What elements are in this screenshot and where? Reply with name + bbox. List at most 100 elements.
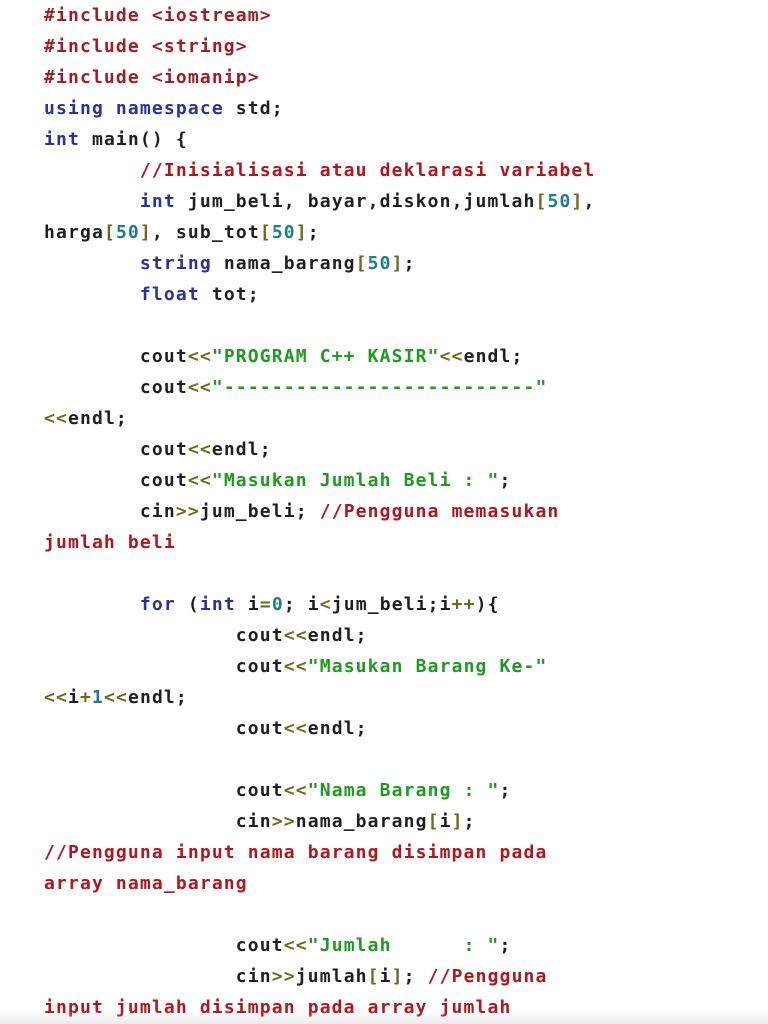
operator-token: << [283,718,308,739]
string-token: "Masukan Jumlah Beli : " [211,470,500,491]
operator-token: ] [451,811,464,832]
code-token: ; [403,253,416,274]
operator-token: << [187,377,212,398]
string-token: "Nama Barang : " [307,780,500,801]
code-token: ; [403,966,428,987]
operator-token: = [259,594,272,615]
code-token: ( [175,594,200,615]
code-line: for (int i=0; i<jum_beli;i++){ [44,589,768,620]
code-token: endl; [67,408,128,429]
code-token: endl; [127,687,188,708]
keyword-token: int [139,191,176,212]
code-token: ; [499,470,512,491]
code-token [44,253,140,274]
code-line: cout<<"Nama Barang : "; [44,775,768,806]
operator-token: < [319,594,332,615]
code-token: cin [44,501,176,522]
operator-token: [ [355,253,368,274]
code-line: cout<<endl; [44,620,768,651]
number-token: 50 [115,222,140,243]
code-token: jumlah [295,966,368,987]
code-line: <<endl; [44,403,768,434]
code-token: ; [499,780,512,801]
code-token: endl; [211,439,272,460]
code-token: i [67,687,80,708]
keyword-token: string [139,253,212,274]
code-line: //Pengguna input nama barang disimpan pa… [44,837,768,868]
string-token: "Masukan Barang Ke-" [307,656,548,677]
operator-token: << [44,687,68,708]
code-token: tot; [199,284,260,305]
operator-token: [ [259,222,272,243]
code-line: cout<<"Masukan Jumlah Beli : "; [44,465,768,496]
code-token: nama_barang [295,811,428,832]
code-token: ; [499,935,512,956]
operator-token: << [187,439,212,460]
operator-token: [ [427,811,440,832]
operator-token: [ [367,966,380,987]
code-line: #include <iomanip> [44,62,768,93]
code-line: int jum_beli, bayar,diskon,jumlah[50], [44,186,768,217]
operator-token: >> [271,966,296,987]
operator-token: << [103,687,128,708]
code-line [44,744,768,775]
operator-token: [ [535,191,548,212]
operator-token: >> [175,501,200,522]
comment-token: //Pengguna memasukan [319,501,560,522]
code-token: endl; [463,346,524,367]
string-token: "PROGRAM C++ KASIR" [211,346,440,367]
operator-token: + [79,687,92,708]
number-token: 0 [271,594,284,615]
string-token: "Jumlah : " [307,935,500,956]
code-token: jum_beli; [199,501,320,522]
preprocessor-token: #include <iomanip> [44,67,260,88]
comment-token: //Inisialisasi atau deklarasi variabel [139,160,596,181]
code-token: nama_barang [211,253,356,274]
code-line: int main() { [44,124,768,155]
operator-token: ] [295,222,308,243]
code-token: ; [463,811,476,832]
operator-token: << [283,656,308,677]
keyword-token: int [199,594,236,615]
comment-token: jumlah beli [44,532,176,553]
code-line: cout<<"PROGRAM C++ KASIR"<<endl; [44,341,768,372]
preprocessor-token: #include <iostream> [44,5,272,26]
code-token: cout [44,439,188,460]
code-line: cout<<"Masukan Barang Ke-" [44,651,768,682]
code-token: cout [44,346,188,367]
string-token: "--------------------------" [211,377,548,398]
code-line: #include <string> [44,31,768,62]
operator-token: << [187,470,212,491]
code-line [44,310,768,341]
code-token: cin [44,966,272,987]
code-line: harga[50], sub_tot[50]; [44,217,768,248]
code-token: i [235,594,260,615]
code-token: cout [44,780,284,801]
number-token: 50 [367,253,392,274]
code-token [44,191,140,212]
code-token: ; [307,222,320,243]
code-line: using namespace std; [44,93,768,124]
operator-token: << [44,408,68,429]
code-token [44,594,140,615]
number-token: 50 [547,191,572,212]
bottom-fade [0,1010,768,1024]
code-token: std; [223,98,284,119]
keyword-token: float [139,284,200,305]
keyword-token: int [44,129,80,150]
operator-token: << [283,780,308,801]
code-line: float tot; [44,279,768,310]
code-line [44,558,768,589]
code-token: ; i [283,594,320,615]
code-line: //Inisialisasi atau deklarasi variabel [44,155,768,186]
code-line: cin>>jumlah[i]; //Pengguna [44,961,768,992]
operator-token: [ [103,222,116,243]
code-token: cout [44,625,284,646]
keyword-token: using namespace [44,98,224,119]
code-token: cout [44,656,284,677]
code-line: #include <iostream> [44,0,768,31]
code-token: jum_beli;i [331,594,452,615]
operator-token: >> [271,811,296,832]
code-token: cout [44,377,188,398]
